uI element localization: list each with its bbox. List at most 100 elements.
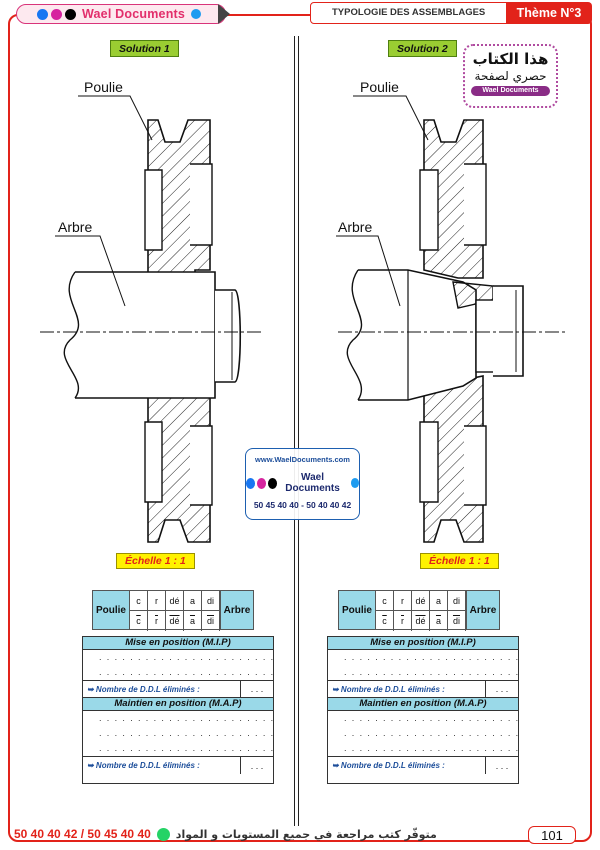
end-cap: [215, 289, 242, 383]
mip-answer-line[interactable]: . . . . . . . . . . . . . . . . . . . . …: [344, 667, 518, 677]
footer-phones: 50 40 40 42 / 50 45 40 40: [14, 827, 151, 841]
page-frame: [8, 14, 592, 842]
dof-cell[interactable]: dé: [412, 611, 430, 631]
mip-ddl-row: ➥ Nombre de D.D.L éliminés : . . .: [328, 680, 518, 698]
dof-cell[interactable]: r: [148, 611, 166, 631]
dof-cell[interactable]: c: [130, 611, 148, 631]
instagram-icon: [257, 477, 267, 489]
watermark-brand: Wael Documents: [285, 472, 340, 494]
dof-cell[interactable]: dé: [166, 591, 184, 611]
dof-cell[interactable]: a: [184, 611, 202, 631]
mip-ddl-row: ➥ Nombre de D.D.L éliminés : . . .: [83, 680, 273, 698]
mip-answer-line[interactable]: . . . . . . . . . . . . . . . . . . . . …: [344, 652, 518, 662]
liaison-right-label: Arbre: [466, 590, 500, 630]
dof-cell[interactable]: r: [148, 591, 166, 611]
pencil-tip-icon: [218, 4, 230, 24]
pulley-upper-groove: [419, 169, 439, 251]
liaison-left-label: Poulie: [338, 590, 376, 630]
nut: [493, 285, 524, 377]
map-answer-line[interactable]: . . . . . . . . . . . . . . . . . . . . …: [99, 713, 273, 723]
facebook-icon: [37, 8, 48, 20]
verified-icon: [191, 9, 202, 19]
label-poulie: Poulie: [84, 79, 123, 95]
map-ddl-value[interactable]: . . .: [250, 760, 264, 771]
pulley-upper-groove: [144, 169, 163, 251]
solution-1-drawing: Poulie Arbre: [40, 79, 262, 543]
instagram-icon: [51, 8, 62, 20]
dof-cell[interactable]: a: [430, 591, 448, 611]
leader-arbre: [55, 235, 126, 307]
verified-icon: [350, 478, 360, 488]
liaison-table-1: Poulie c r dé a di c r dé a di Arbre: [92, 590, 254, 631]
watermark-url: www.WaelDocuments.com: [255, 455, 350, 464]
footer-bar: 50 40 40 42 / 50 45 40 40 متوفّر كتب مرا…: [14, 826, 494, 842]
map-answer-line[interactable]: . . . . . . . . . . . . . . . . . . . . …: [344, 743, 518, 753]
dof-cell[interactable]: dé: [412, 591, 430, 611]
exclusive-line-1: هذا الكتاب: [472, 50, 549, 68]
dof-cell[interactable]: a: [184, 591, 202, 611]
pulley-upper-right-rim: [464, 163, 487, 246]
scale-badge-2: Échelle 1 : 1: [420, 553, 499, 569]
page-title: TYPOLOGIE DES ASSEMBLAGES: [332, 7, 486, 18]
map-answer-line[interactable]: . . . . . . . . . . . . . . . . . . . . …: [99, 743, 273, 753]
dof-cell[interactable]: dé: [166, 611, 184, 631]
leader-poulie: [353, 95, 429, 141]
dof-cell[interactable]: di: [448, 591, 466, 611]
exclusive-badge: هذا الكتاب حصري لصفحة Wael Documents: [463, 44, 558, 108]
map-heading: Maintien en position (M.A.P): [83, 698, 273, 711]
map-heading: Maintien en position (M.A.P): [328, 698, 518, 711]
leader-arbre: [336, 235, 401, 307]
mip-answer-line[interactable]: . . . . . . . . . . . . . . . . . . . . …: [99, 667, 273, 677]
pulley-upper-right-rim: [190, 163, 213, 246]
whatsapp-icon: [156, 827, 170, 841]
shaft-break-line: [63, 271, 80, 399]
label-arbre: Arbre: [338, 219, 372, 235]
liaison-right-label: Arbre: [220, 590, 254, 630]
mip-ddl-value[interactable]: . . .: [495, 684, 509, 694]
dof-cell[interactable]: di: [202, 591, 220, 611]
tiktok-icon: [65, 8, 76, 20]
map-ddl-row: ➥ Nombre de D.D.L éliminés : . . .: [328, 756, 518, 774]
pulley-lower-right-rim: [190, 425, 213, 506]
footer-text: متوفّر كتب مراجعة في جميع المستويات و ال…: [175, 827, 437, 841]
map-answer-line[interactable]: . . . . . . . . . . . . . . . . . . . . …: [344, 713, 518, 723]
dof-cell[interactable]: c: [376, 611, 394, 631]
page-number: 101: [528, 826, 576, 844]
watermark-phone: 50 45 40 40 - 50 40 40 42: [253, 500, 352, 510]
dof-cell[interactable]: a: [430, 611, 448, 631]
dof-cell[interactable]: c: [376, 591, 394, 611]
map-answer-line[interactable]: . . . . . . . . . . . . . . . . . . . . …: [344, 728, 518, 738]
solution-2-drawing: Poulie Arbre: [336, 79, 568, 543]
map-answer-line[interactable]: . . . . . . . . . . . . . . . . . . . . …: [99, 728, 273, 738]
facebook-icon: [246, 477, 256, 489]
solution-1-badge: Solution 1: [110, 40, 179, 57]
watermark-brand-row: Wael Documents: [246, 472, 360, 494]
mip-answer-line[interactable]: . . . . . . . . . . . . . . . . . . . . …: [99, 652, 273, 662]
mip-ddl-label: ➥ Nombre de D.D.L éliminés :: [328, 681, 486, 697]
map-ddl-value[interactable]: . . .: [495, 760, 509, 771]
liaison-grid: c r dé a di c r dé a di: [130, 590, 220, 631]
liaison-grid: c r dé a di c r dé a di: [376, 590, 466, 631]
mip-map-form-1: Mise en position (M.I.P) . . . . . . . .…: [82, 636, 274, 784]
theme-badge: Thème N°3: [506, 2, 592, 24]
map-ddl-label: ➥ Nombre de D.D.L éliminés :: [83, 757, 241, 774]
dof-cell[interactable]: c: [130, 591, 148, 611]
solution-2-badge: Solution 2: [388, 40, 457, 57]
leader-poulie: [78, 95, 153, 141]
watermark: www.WaelDocuments.com Wael Documents 50 …: [245, 448, 360, 520]
shaft-break-line: [346, 269, 363, 401]
dof-cell[interactable]: r: [394, 611, 412, 631]
exclusive-line-3: Wael Documents: [471, 86, 550, 96]
dof-cell[interactable]: di: [448, 611, 466, 631]
brand-name: Wael Documents: [82, 7, 186, 21]
map-ddl-row: ➥ Nombre de D.D.L éliminés : . . .: [83, 756, 273, 774]
mip-ddl-value[interactable]: . . .: [250, 684, 264, 694]
liaison-left-label: Poulie: [92, 590, 130, 630]
mip-heading: Mise en position (M.I.P): [83, 637, 273, 650]
mip-map-form-2: Mise en position (M.I.P) . . . . . . . .…: [327, 636, 519, 784]
tiktok-icon: [268, 477, 278, 489]
dof-cell[interactable]: di: [202, 611, 220, 631]
dof-cell[interactable]: r: [394, 591, 412, 611]
pulley-lower-right-rim: [464, 425, 487, 506]
brand-banner: Wael Documents: [16, 4, 226, 24]
